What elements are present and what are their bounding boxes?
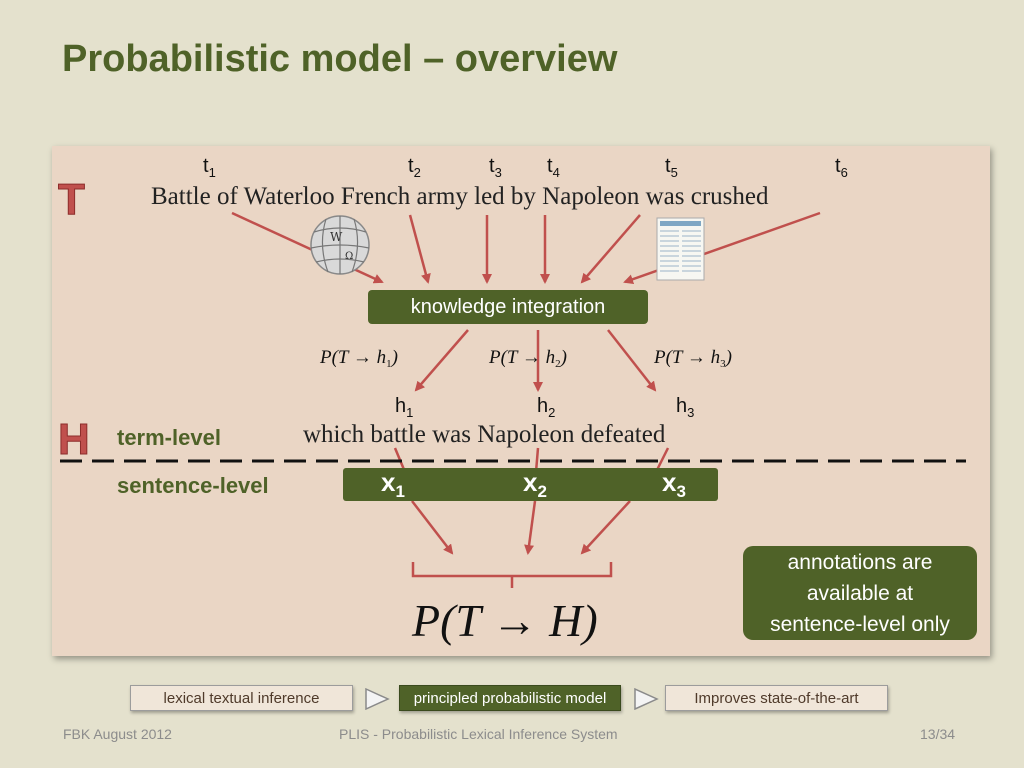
sentence-variables-bar — [343, 468, 718, 501]
flow-arrow-1-icon — [365, 688, 390, 710]
arrow-ki-h1 — [414, 329, 469, 392]
token-h1: h1 — [395, 395, 414, 420]
arrow-t6-ki — [623, 211, 821, 285]
arrow-x2-sum — [524, 500, 537, 555]
dictionary-page-icon — [656, 217, 705, 281]
token-t4: t4 — [547, 155, 560, 180]
hypothesis-marker: H — [58, 415, 91, 464]
text-sentence: Battle of Waterloo French army led by Na… — [151, 183, 769, 210]
token-t3: t3 — [489, 155, 502, 180]
arrow-x1-sum — [411, 500, 454, 555]
arrow-ki-h3 — [607, 329, 657, 392]
term-level-label: term-level — [117, 425, 221, 450]
arrow-t2-ki — [408, 214, 431, 284]
token-t6: t6 — [835, 155, 848, 180]
prob-h2: P(T → h2) — [489, 347, 567, 370]
arrow-t1-ki — [231, 211, 384, 284]
prob-h1: P(T → h1) — [320, 347, 398, 370]
svg-text:Ω: Ω — [345, 251, 353, 262]
annotation-note: annotations are available at sentence-le… — [743, 546, 977, 640]
flow-step-improves: Improves state-of-the-art — [665, 685, 888, 711]
token-h3: h3 — [676, 395, 695, 420]
token-h2: h2 — [537, 395, 556, 420]
footer-page-number: 13/34 — [920, 726, 956, 742]
var-x3: x3 — [662, 467, 686, 501]
wikipedia-globe-icon: W Ω — [310, 215, 370, 275]
summation-brace — [411, 562, 613, 588]
svg-text:W: W — [330, 230, 343, 244]
arrow-x3-sum — [580, 500, 631, 555]
flow-step-lexical: lexical textual inference — [130, 685, 353, 711]
arrow-t5-ki — [580, 214, 641, 284]
prob-h3: P(T → h3) — [654, 347, 732, 370]
token-t1: t1 — [203, 155, 216, 180]
sentence-level-label: sentence-level — [117, 473, 269, 498]
flow-arrow-2-icon — [634, 688, 659, 710]
slide-title: Probabilistic model – overview — [62, 38, 618, 80]
text-marker: T — [58, 175, 86, 224]
footer-center: PLIS - Probabilistic Lexical Inference S… — [339, 726, 618, 742]
final-probability: P(T → H) — [412, 595, 598, 646]
flow-step-probabilistic: principled probabilistic model — [399, 685, 621, 711]
hypothesis-sentence: which battle was Napoleon defeated — [303, 421, 666, 448]
footer-left: FBK August 2012 — [63, 726, 172, 742]
var-x2: x2 — [523, 467, 547, 501]
token-t2: t2 — [408, 155, 421, 180]
knowledge-integration-box: knowledge integration — [368, 290, 648, 324]
token-t5: t5 — [665, 155, 678, 180]
var-x1: x1 — [381, 467, 405, 501]
